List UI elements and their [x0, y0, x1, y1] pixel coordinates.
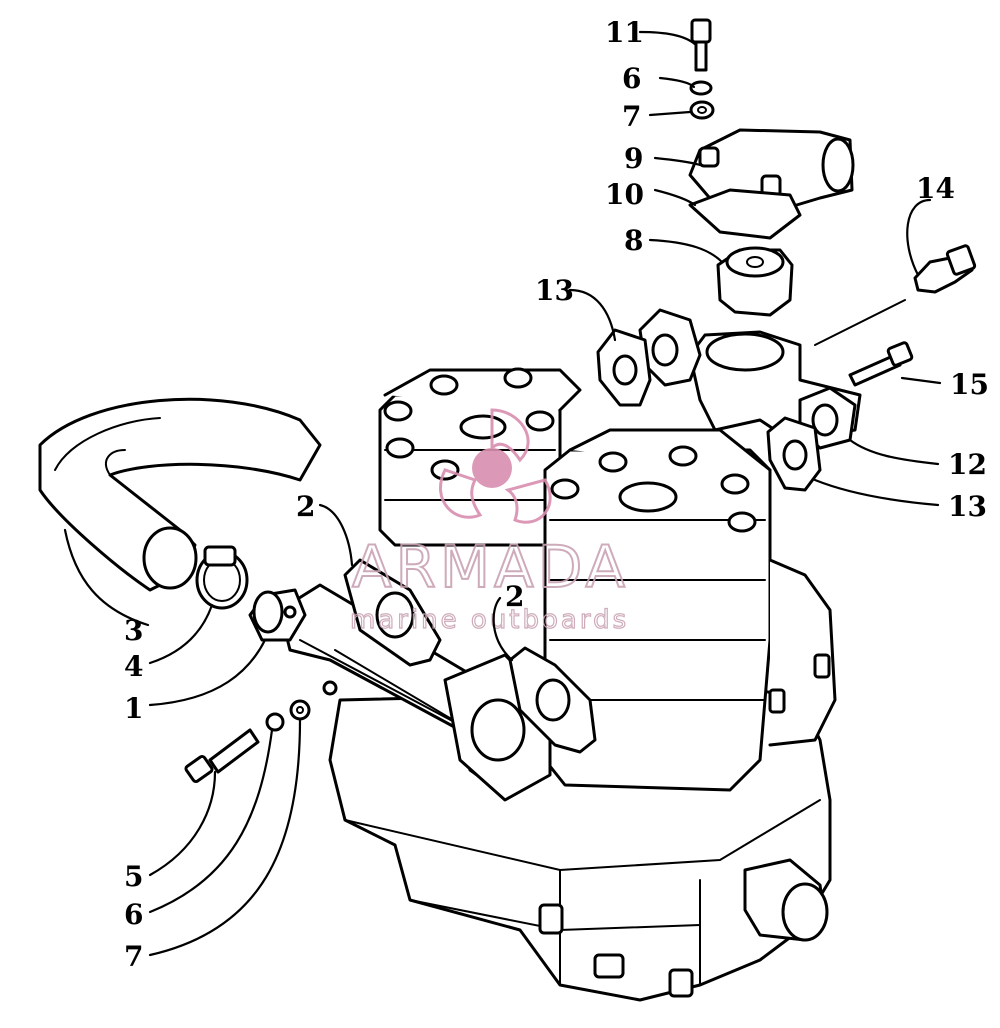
engine-block: [328, 367, 837, 1002]
callout-9: 9: [624, 142, 643, 175]
armada-logo-icon: [438, 408, 552, 524]
housing-gasket-13-left: [596, 328, 652, 407]
cover-gasket-10: [688, 188, 802, 240]
head-bolt-group-right: [550, 445, 757, 533]
armada-watermark: ARMADA marine outboards: [349, 408, 629, 636]
callout-12: 12: [948, 448, 987, 481]
gasket-left: [343, 558, 442, 667]
watermark-title: ARMADA: [352, 533, 629, 601]
bolt-5: [184, 728, 260, 784]
bolt-15: [848, 341, 914, 387]
callout-labels: 11 6 7 9 10 8 14 13 15 12 13 2 2 3 4 1 5…: [124, 16, 989, 973]
thermostat-housing-12: [638, 308, 862, 450]
flat-washer-7-top: [689, 100, 715, 120]
lock-washer-6-top: [689, 80, 713, 96]
coolant-hose: [38, 397, 322, 592]
callout-8: 8: [624, 224, 643, 257]
bolt-11: [690, 18, 712, 72]
callout-6-lower: 6: [124, 898, 143, 931]
callout-7: 7: [622, 100, 641, 133]
callout-5: 5: [124, 860, 143, 893]
water-manifold: [248, 583, 552, 802]
leader-lines: [63, 30, 942, 957]
callout-10: 10: [605, 178, 644, 211]
callout-15: 15: [950, 368, 989, 401]
callout-2-right: 2: [505, 580, 524, 613]
callout-1: 1: [124, 692, 143, 725]
callout-7-lower: 7: [124, 940, 143, 973]
lock-washer-6: [265, 712, 285, 732]
hose-clamp: [195, 545, 249, 610]
callout-13: 13: [535, 274, 574, 307]
flat-washer-7: [289, 699, 311, 721]
gasket-right: [508, 646, 597, 754]
temperature-sender-14: [913, 244, 977, 294]
callout-2: 2: [296, 490, 315, 523]
thermostat-8: [716, 246, 794, 317]
watermark-subtitle: marine outboards: [350, 605, 629, 635]
callout-13-lower: 13: [948, 490, 987, 523]
callout-14: 14: [916, 172, 955, 205]
housing-gasket-13-right: [766, 416, 822, 492]
callout-6: 6: [622, 62, 641, 95]
callout-4: 4: [124, 650, 143, 683]
callout-3: 3: [124, 614, 143, 647]
head-bolt-group-left: [383, 367, 555, 481]
callout-11: 11: [605, 16, 644, 49]
